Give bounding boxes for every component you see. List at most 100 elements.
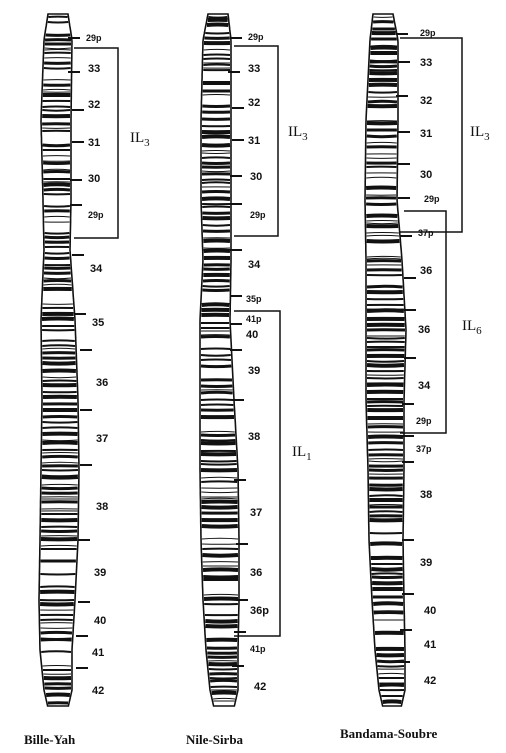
chromosome-band — [202, 526, 238, 527]
chromosome-band — [43, 171, 70, 172]
chromosome-band — [201, 481, 237, 482]
chromosome-band — [201, 464, 237, 465]
chromosome-band — [43, 145, 70, 146]
band-label: 29p — [250, 210, 266, 220]
band-label: 40 — [246, 329, 258, 341]
inversion-label: IL3 — [288, 124, 308, 143]
chromosome-column-bille-yah: 29p 33 32 31 30 29p 34 35 36 37 38 39 40 — [24, 14, 150, 747]
band-label: 32 — [248, 97, 260, 109]
chromosome-band — [202, 180, 230, 181]
chromosome-band — [203, 225, 230, 226]
chromosome-band — [370, 504, 403, 505]
chromosome-band — [367, 241, 400, 242]
chromosome-band — [202, 136, 230, 137]
band-label: 36 — [96, 377, 108, 389]
band-label: 40 — [94, 615, 106, 627]
band-label: 33 — [248, 63, 260, 75]
chromosome-band — [43, 422, 78, 423]
chromosome-band — [368, 101, 397, 102]
chromosome-band — [201, 399, 233, 400]
population-label: Nile-Sirba — [186, 732, 244, 747]
band-label: 30 — [250, 171, 262, 183]
chromosome-band — [41, 651, 71, 652]
band-label: 31 — [420, 128, 432, 140]
chromosome-band — [201, 366, 231, 367]
chromosome-band — [41, 531, 77, 532]
chromosome-band — [44, 184, 70, 185]
band-label: 29p — [420, 28, 436, 38]
band-label: 36p — [250, 605, 269, 617]
chromosome-band — [368, 92, 397, 93]
chromosome-band — [367, 361, 404, 362]
chromosome-band — [367, 338, 405, 339]
chromosome-band — [202, 191, 230, 192]
chromosome-band — [367, 310, 404, 311]
chromosome-band — [41, 632, 72, 633]
inversion-il3-bracket: IL3 — [74, 48, 150, 238]
chromosome-band — [204, 599, 238, 600]
band-label: 42 — [254, 681, 266, 693]
chromosome-band — [41, 640, 72, 641]
chromosome-column-nile-sirba: 29p 33 32 31 30 29p 34 35p 41p 40 39 38 … — [186, 14, 312, 747]
chromosome-band — [372, 573, 403, 574]
band-label: 29p — [424, 194, 440, 204]
chromosome-band — [42, 345, 75, 346]
chromosome-band — [43, 416, 77, 417]
chromosome-band — [204, 59, 231, 60]
band-label: 29p — [248, 32, 264, 42]
chromosome-band — [201, 392, 233, 393]
band-label: 30 — [88, 173, 100, 185]
chromosome-band — [368, 437, 403, 438]
band-label: 41p — [246, 314, 262, 324]
chromosome-band — [203, 241, 230, 242]
chromosome-band — [201, 386, 232, 387]
band-label: 31 — [88, 137, 100, 149]
band-label: 36 — [250, 567, 262, 579]
chromosome-band — [203, 290, 230, 291]
chromosome-band — [43, 363, 76, 364]
chromosome-band — [40, 586, 74, 587]
band-label: 37 — [96, 433, 108, 445]
chromosome-band — [44, 68, 71, 69]
chromosome-band — [366, 204, 396, 205]
chromosome-band — [371, 569, 402, 570]
chromosome-band — [203, 281, 230, 282]
chromosome-band — [45, 253, 69, 254]
chromosome-band — [42, 442, 77, 443]
band-label: 42 — [424, 675, 436, 687]
chromosome-band — [378, 666, 404, 667]
population-label: Bandama-Soubre — [340, 726, 438, 741]
chromosome-band — [42, 477, 78, 478]
chromosome-band — [370, 511, 403, 512]
inversion-il1-bracket: IL1 — [234, 311, 312, 636]
chromosome-band — [43, 163, 70, 164]
inversion-il3-bracket: IL3 — [234, 46, 308, 236]
chromosome-band — [205, 621, 237, 622]
band-label: 41p — [250, 644, 266, 654]
band-label: 42 — [92, 685, 104, 697]
chromosome-band — [201, 440, 235, 441]
band-label: 35 — [92, 317, 104, 329]
chromosome-band — [42, 319, 74, 320]
chromosome-band — [43, 427, 78, 428]
inversion-il3-bracket: IL3 — [400, 38, 490, 232]
chromosome-band — [201, 435, 235, 436]
band-label: 32 — [420, 95, 432, 107]
inversion-label: IL3 — [130, 130, 150, 149]
chromosome-band — [203, 65, 230, 66]
chromosome-band — [210, 678, 237, 679]
band-label: 29p — [86, 33, 102, 43]
chromosome-band — [210, 680, 237, 681]
chromosome-band — [201, 349, 230, 350]
band-label: 34 — [248, 259, 261, 271]
inversion-label: IL1 — [292, 444, 312, 463]
chromosome-band — [202, 198, 230, 199]
chromosome-band — [204, 54, 230, 55]
chromosome-band — [203, 555, 239, 556]
band-label: 39 — [420, 557, 432, 569]
population-label: Bille-Yah — [24, 732, 76, 747]
band-label: 41 — [424, 639, 436, 651]
band-label: 29p — [416, 416, 432, 426]
chromosome-band — [202, 145, 230, 146]
band-label: 40 — [424, 605, 436, 617]
